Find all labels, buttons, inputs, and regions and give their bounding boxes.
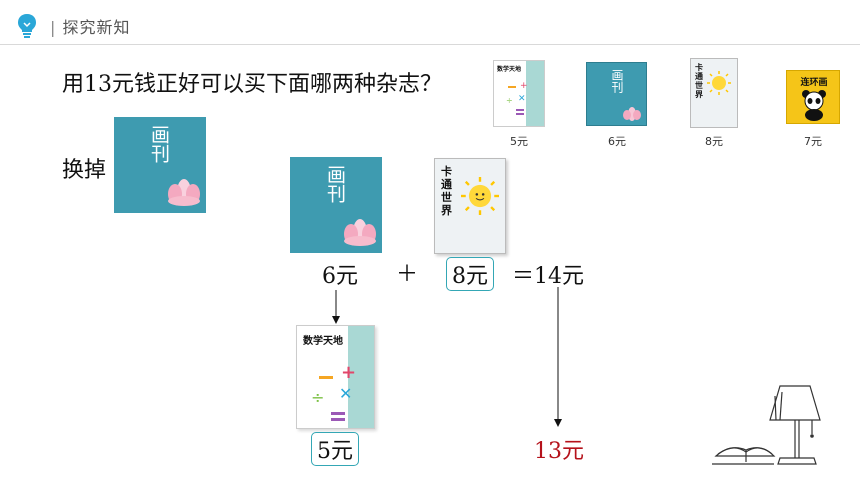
arrow-down-icon [332, 290, 340, 324]
lamp-and-book-icon [712, 385, 821, 465]
lightbulb-icon [18, 14, 36, 38]
second-price-box: 8元 [446, 257, 494, 291]
magazine-math[interactable]: 数学天地 + ÷ ✕ [493, 60, 545, 127]
first-price: 6元 [322, 264, 358, 289]
magazine-cartoon-equation: 卡通世界 [434, 158, 506, 254]
header-divider [0, 44, 860, 45]
magazine-art-equation-title: 画刊 [324, 165, 346, 203]
new-total: 13元 [534, 439, 584, 464]
panda-icon [802, 90, 826, 121]
magazine-math-title: 数学天地 [497, 66, 522, 73]
magazine-cartoon[interactable]: 卡通世界 [690, 58, 738, 128]
sun-icon [461, 177, 499, 215]
magazine-math-equation-title: 数学天地 [303, 336, 343, 347]
swap-label: 换掉 [62, 158, 107, 183]
replacement-price-box: 5元 [311, 432, 359, 466]
lotus-icon [623, 107, 641, 121]
plus-sign: ＋ [396, 262, 419, 287]
magazine-art-price: 6元 [608, 135, 626, 148]
lotus-icon [168, 179, 200, 206]
header-title: | 探究新知 [50, 18, 131, 37]
magazine-cartoon-title: 卡通世界 [695, 63, 703, 99]
sun-icon [707, 71, 731, 95]
magazine-comic-price: 7元 [804, 135, 822, 148]
magazine-art-large-title: 画刊 [148, 125, 170, 163]
question-text: 用13元钱正好可以买下面哪两种杂志？ [62, 72, 442, 97]
magazine-art[interactable]: 画刊 [586, 62, 647, 126]
lotus-icon [344, 219, 376, 246]
magazine-art-equation: 画刊 [290, 157, 382, 253]
sum-result: ＝14元 [512, 264, 584, 289]
magazine-art-large: 画刊 [114, 117, 206, 213]
magazine-comic[interactable]: 连环画 [786, 70, 840, 124]
magazine-comic-title: 连环画 [800, 78, 828, 88]
magazine-math-equation: 数学天地 + ÷ ✕ [296, 325, 375, 429]
magazine-art-title: 画刊 [610, 69, 624, 93]
magazine-cartoon-price: 8元 [705, 135, 723, 148]
magazine-math-price: 5元 [510, 135, 528, 148]
magazine-cartoon-equation-title: 卡通世界 [441, 165, 452, 217]
arrow-down-long-icon [554, 287, 562, 427]
